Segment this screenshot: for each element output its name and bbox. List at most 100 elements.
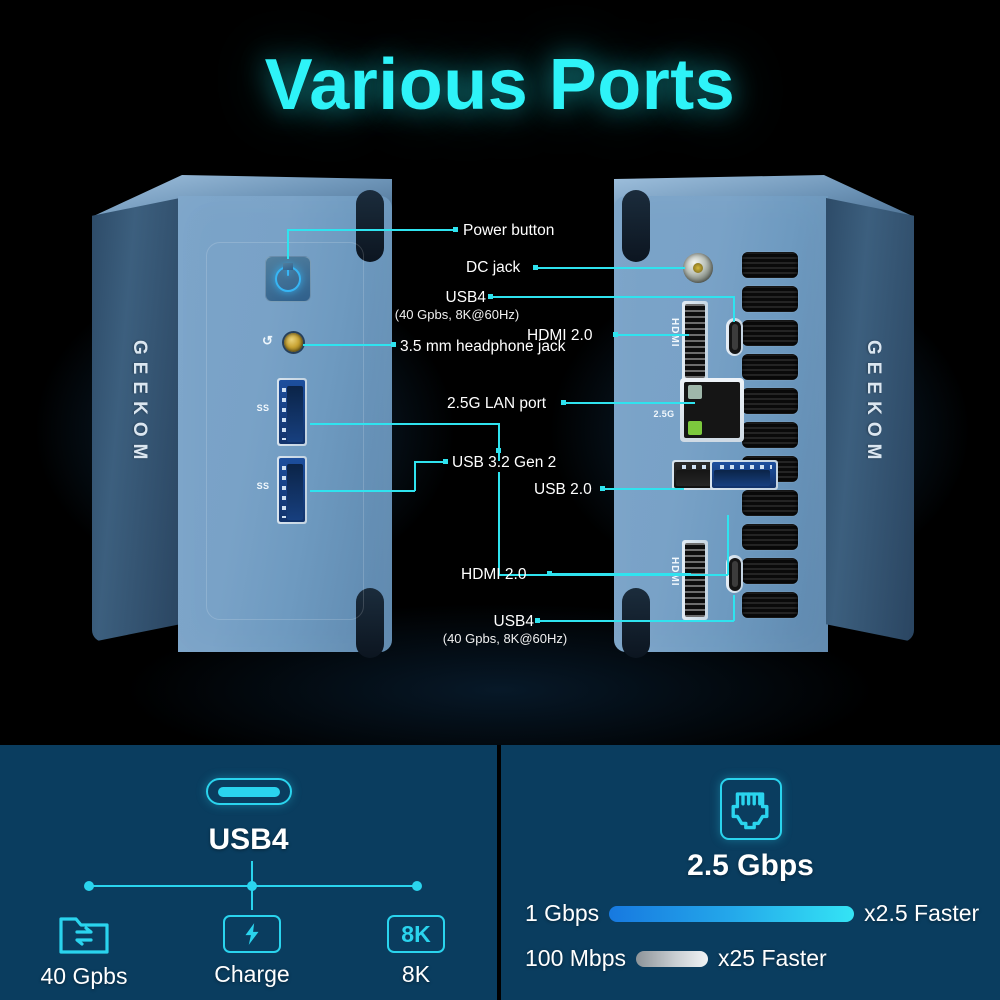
usb4-port-lower[interactable] <box>726 555 743 593</box>
device-rear-foot-top <box>622 190 650 262</box>
usb4-axis-node-left <box>84 881 94 891</box>
leader-dot <box>391 342 396 347</box>
vent-slot <box>742 558 798 584</box>
lan-comparison-label-2: 100 Mbps <box>525 945 627 971</box>
hdmi-port-lower[interactable] <box>682 540 708 620</box>
callout-usb20: USB 2.0 <box>534 481 592 498</box>
usb4-axis-stem-up <box>251 861 253 885</box>
leader-dot <box>533 265 538 270</box>
device-side-face <box>92 198 180 642</box>
power-icon <box>275 263 301 292</box>
callout-power-button: Power button <box>463 222 555 239</box>
usb4-feature-charge-caption: Charge <box>214 961 290 987</box>
callout-hdmi-top: HDMI 2.0 <box>527 327 593 344</box>
leader-dot <box>561 400 566 405</box>
vent-slot <box>742 524 798 550</box>
leader-dot <box>535 618 540 623</box>
usb4-feature-charge: Charge <box>196 915 308 988</box>
device-rear-foot-bottom <box>622 588 650 658</box>
leader-usb32-down <box>498 472 500 575</box>
usb32-port-lower[interactable] <box>277 456 307 524</box>
usb-c-port-icon <box>206 778 292 805</box>
callout-usb4-bottom-sub: (40 Gpbs, 8K@60Hz) <box>442 631 568 646</box>
leader-dot <box>547 571 552 576</box>
usb32-port-upper[interactable] <box>277 378 307 446</box>
leader-usb32-a <box>310 423 500 425</box>
leader-dot <box>613 332 618 337</box>
vent-slot <box>742 490 798 516</box>
usb4-port-upper[interactable] <box>726 318 743 356</box>
8k-badge-text: 8K <box>401 920 431 947</box>
lan-comparison-label-1: 1 Gbps <box>525 900 600 926</box>
hdmi-port-upper[interactable] <box>682 301 708 381</box>
vent-slot <box>742 592 798 618</box>
vent-slot <box>742 286 798 312</box>
io-plate-front <box>206 242 364 620</box>
leader-dcjack <box>537 267 685 269</box>
usb-ss-label-lower: SS <box>256 481 270 491</box>
callout-usb32: USB 3.2 Gen 2 <box>452 454 557 471</box>
callout-dc-jack: DC jack <box>466 259 521 276</box>
folder-transfer-icon <box>58 913 110 955</box>
lan-comparison-row-2: 100 Mbps x25 Faster <box>525 945 827 972</box>
callout-usb4-bottom: USB4 (40 Gpbs, 8K@60Hz) <box>443 612 567 646</box>
lan-comparison-note-2: x25 Faster <box>718 945 827 971</box>
callout-usb4-top: USB4 (40 Gpbs, 8K@60Hz) <box>395 288 519 322</box>
usb4-feature-resolution: 8K 8K <box>360 915 472 988</box>
vent-slot <box>742 320 798 346</box>
device-rear-side-face <box>826 198 914 642</box>
brand-logo-left: GEEKOM <box>129 340 150 467</box>
leader-usb32-rear <box>498 574 728 576</box>
leader-dot <box>488 294 493 299</box>
leader-dot <box>496 448 501 453</box>
rj45-ethernet-icon <box>720 778 782 840</box>
usb4-axis-stem-down <box>251 886 253 910</box>
device-foot-bottom <box>356 588 384 658</box>
callout-headphone-jack: 3.5 mm headphone jack <box>400 338 566 355</box>
leader-usb4-bottom <box>539 620 734 622</box>
usb4-feature-speed-caption: 40 Gpbs <box>40 963 128 989</box>
lan-comparison-note-1: x2.5 Faster <box>864 900 980 926</box>
lan-speed-label: 2.5G <box>653 409 675 419</box>
lan-comparison-row-1: 1 Gbps x2.5 Faster <box>525 900 979 927</box>
leader-usb32-rearv <box>727 515 729 575</box>
callout-usb4-top-sub: (40 Gpbs, 8K@60Hz) <box>394 307 520 322</box>
leader-headphone <box>303 344 391 346</box>
lan-comparison-bar-1 <box>609 905 855 922</box>
headphone-jack-port[interactable] <box>284 333 303 352</box>
hdmi-label-upper: HDMI <box>669 318 680 348</box>
hdmi-label-lower: HDMI <box>669 557 680 587</box>
usb-ss-label-upper: SS <box>256 403 270 413</box>
usb4-feature-resolution-caption: 8K <box>401 961 431 987</box>
leader-dot <box>600 486 605 491</box>
usb4-panel: USB4 40 Gpbs <box>0 745 497 1000</box>
ventilation-grille <box>742 252 798 618</box>
vent-slot <box>742 422 798 448</box>
usb32-rear-port[interactable] <box>710 460 778 490</box>
vent-slot <box>742 252 798 278</box>
leader-power <box>287 229 289 259</box>
leader-usb32-c <box>414 461 446 463</box>
leader-power-h <box>287 229 455 231</box>
usb4-feature-speed: 40 Gpbs <box>28 913 140 990</box>
dc-jack-port[interactable] <box>683 253 713 283</box>
leader-usb20 <box>604 488 684 490</box>
leader-dot <box>453 227 458 232</box>
leader-usb4-top-v <box>733 296 735 322</box>
power-button[interactable] <box>265 256 311 302</box>
callout-lan-port: 2.5G LAN port <box>447 395 547 412</box>
leader-usb32-av <box>498 423 500 461</box>
callout-hdmi-bottom: HDMI 2.0 <box>461 566 527 583</box>
leader-dot <box>443 459 448 464</box>
brand-logo-right: GEEKOM <box>863 340 884 467</box>
lan-panel: 2.5 Gbps 1 Gbps x2.5 Faster 100 Mbps x25… <box>501 745 1000 1000</box>
leader-lan <box>565 402 695 404</box>
page-title: Various Ports <box>264 45 736 125</box>
usb4-axis-node-right <box>412 881 422 891</box>
lan-port[interactable] <box>680 378 744 442</box>
leader-usb4-top <box>492 296 734 298</box>
lan-panel-title: 2.5 Gbps <box>687 849 814 882</box>
feature-panels: USB4 40 Gpbs <box>0 745 1000 1000</box>
lan-comparison-bar-2 <box>636 950 709 967</box>
